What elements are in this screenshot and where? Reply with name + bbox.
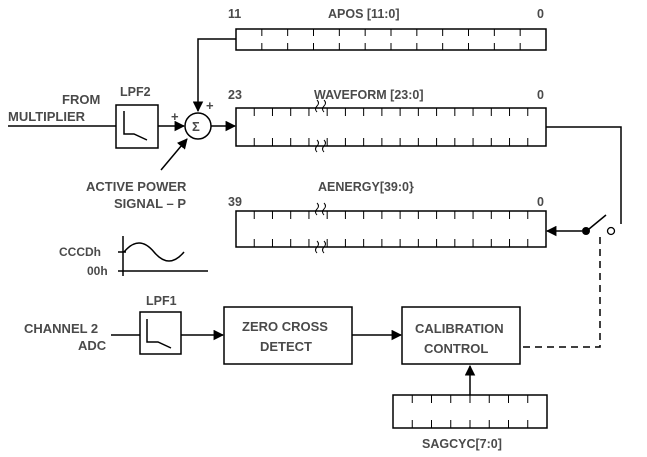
waveform-lsb-label: 0 [537,88,544,102]
summer-plus-top: + [206,98,214,113]
signal-level-low-label: 00h [87,264,108,278]
active-power-arrow [160,138,188,171]
aenergy-msb-label: 39 [228,195,242,209]
zero-cross-label-line2: DETECT [260,339,312,354]
zero-cross-label-line1: ZERO CROSS [242,319,328,334]
apos-lsb-label: 0 [537,7,544,21]
zero-cross-detect-block: ZERO CROSS DETECT [223,306,353,365]
active-power-label-line1: ACTIVE POWER [86,179,187,194]
channel2-label-line2: ADC [78,338,107,353]
aenergy-lsb-label: 0 [537,195,544,209]
lpf1-response-icon [146,319,172,349]
from-multiplier-label-line2: MULTIPLIER [8,109,86,124]
from-multiplier-label-line1: FROM [62,92,100,107]
sagcyc-register: SAGCYC[7:0] [392,394,548,451]
aenergy-register: AENERGY[39:0} 39 0 [228,180,547,254]
waveform-register-title: WAVEFORM [23:0] [314,88,424,102]
lpf2-label: LPF2 [120,85,151,99]
lpf2-filter: LPF2 [115,85,159,149]
summer-symbol: Σ [192,119,200,134]
apos-register-title: APOS [11:0] [328,7,400,21]
summer-junction: Σ + + [158,98,237,140]
apos-to-summer-wire [192,38,236,113]
summer-plus-left: + [171,109,179,124]
accumulate-switch [582,214,616,236]
waveform-break-mark [315,99,326,153]
calibration-label-line1: CALIBRATION [415,321,504,336]
signal-level-high-label: CCCDh [59,245,101,259]
calibration-control-block: CALIBRATION CONTROL [401,306,521,365]
lpf1-label: LPF1 [146,294,177,308]
waveform-to-switch-wire [546,126,622,224]
aenergy-break-mark [315,202,326,254]
waveform-register: WAVEFORM [23:0] 23 0 [228,88,547,153]
switch-control-dashed-line [520,237,601,348]
active-power-label-line2: SIGNAL – P [114,196,186,211]
apos-msb-label: 11 [228,7,241,21]
aenergy-register-title: AENERGY[39:0} [318,180,414,194]
channel2-label-line1: CHANNEL 2 [24,321,98,336]
calibration-label-line2: CONTROL [424,341,488,356]
apos-register: APOS [11:0] 11 0 [228,7,547,51]
lpf1-filter: LPF1 [139,294,182,355]
signal-waveform-sketch: CCCDh 00h [59,236,208,278]
waveform-msb-label: 23 [228,88,242,102]
sagcyc-register-title: SAGCYC[7:0] [422,437,502,451]
lpf2-response-icon [123,111,148,141]
